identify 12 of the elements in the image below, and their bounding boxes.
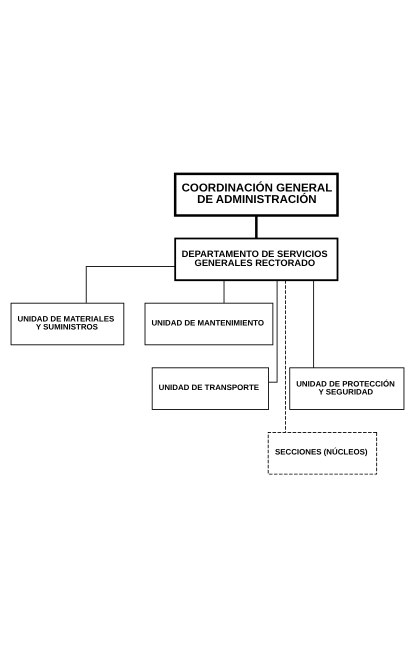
node-box: DEPARTAMENTO DE SERVICIOS GENERALES RECTORADO [174,237,338,281]
connector [268,279,278,382]
node-box: COORDINACIÓN GENERAL DE ADMINISTRACIÓN [174,172,339,216]
connector [285,279,286,432]
node-box: SECCIONES (NÚCLEOS) [268,432,378,474]
node-box: UNIDAD DE TRANSPORTE [152,366,269,410]
node-box: UNIDAD DE PROTECCIÓN Y SEGURIDAD [289,366,404,410]
connector [86,266,176,303]
connector [255,215,258,238]
node-box: UNIDAD DE MATERIALES Y SUMINISTROS [10,302,124,345]
connector [313,279,314,368]
node-box: UNIDAD DE MANTENIMIENTO [144,302,274,345]
